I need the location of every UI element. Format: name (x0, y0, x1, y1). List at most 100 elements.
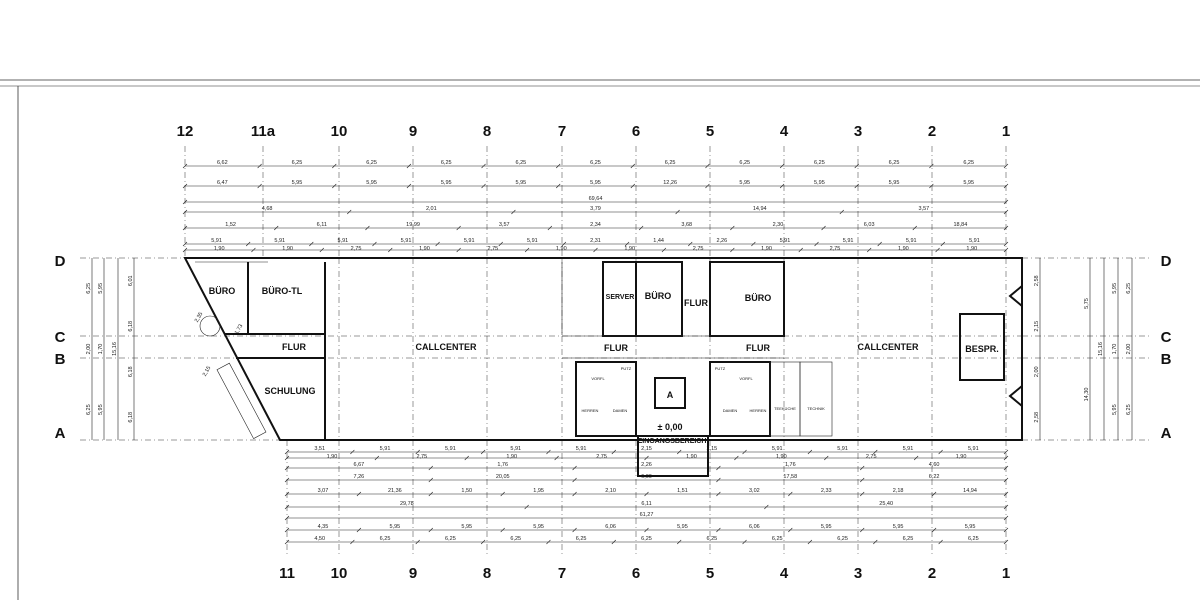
dimension-label: 1,76 (497, 462, 508, 468)
dimension-label: 1,90 (556, 246, 567, 252)
dimension-tick (742, 449, 747, 455)
dimension-tick (821, 225, 826, 231)
dimension-label: 6,18 (128, 366, 134, 377)
technik-room (799, 361, 833, 437)
dimension-tick (854, 163, 859, 169)
dimension-tick (415, 539, 420, 545)
axis-label-top: 7 (558, 123, 566, 140)
axis-row-label-left: B (55, 351, 66, 368)
room-label: BESPR. (965, 344, 999, 354)
dimension-tick (182, 163, 188, 169)
dimension-tick (511, 209, 516, 215)
dimension-label: 6,62 (217, 160, 228, 166)
dimension-label: 5,75 (1084, 298, 1090, 309)
dimension-tick (572, 527, 577, 533)
dimension-label: 2,26 (641, 462, 652, 468)
axis-label-bottom: 6 (632, 565, 640, 582)
axis-row-label-left: A (55, 425, 66, 442)
dimension-label: 1,90 (966, 246, 977, 252)
dimension-tick (284, 515, 290, 521)
dimension-label: 6,06 (749, 524, 760, 530)
dimension-label: 2,75 (693, 246, 704, 252)
dimension-label: 2,75 (416, 454, 427, 460)
dimension-label: 5,95 (963, 180, 974, 186)
dimension-label: 6,25 (968, 536, 979, 542)
dimension-label: 5,95 (292, 180, 303, 186)
dimension-tick (716, 465, 721, 471)
dimension-tick (1003, 225, 1009, 231)
dimension-tick (1003, 163, 1009, 169)
axis-label-bottom: 5 (706, 565, 714, 582)
dimension-tick (332, 183, 337, 189)
dimension-tick (547, 225, 553, 231)
dimension-tick (284, 527, 290, 533)
dimension-label: 2,30 (773, 222, 784, 228)
room-label: CALLCENTER (858, 342, 919, 352)
dimension-tick (644, 491, 649, 497)
axis-row-label-right: B (1161, 351, 1172, 368)
dimension-label: 1,70 (98, 344, 104, 355)
dimension-label: 1,90 (327, 454, 338, 460)
dimension-tick (350, 449, 355, 455)
axis-label-top: 8 (483, 123, 491, 140)
dimension-tick (630, 163, 636, 169)
dimension-label: 1,76 (785, 462, 796, 468)
dimension-label: 4,60 (929, 462, 940, 468)
wall-bay-upper (1008, 285, 1023, 307)
dimension-label: 2,75 (488, 246, 499, 252)
dimension-tick (572, 491, 577, 497)
dimension-tick (751, 241, 756, 247)
dimension-label: 6,18 (128, 412, 134, 423)
axis-label-top: 10 (331, 123, 348, 140)
dimension-tick (912, 225, 917, 231)
dimension-label: 4,35 (318, 524, 329, 530)
dimension-tick (824, 455, 829, 461)
axis-labels-top: 12 11a 10 9 8 7 6 5 4 3 2 1 (177, 123, 1011, 140)
dimension-tick (730, 225, 735, 231)
axis-label-top: 12 (177, 123, 194, 140)
building-walls (183, 257, 1023, 477)
dimension-label: 5,95 (533, 524, 544, 530)
dimension-tick (734, 455, 739, 461)
dimension-tick (555, 183, 561, 189)
dimension-label: 2,18 (893, 488, 904, 494)
axis-label-bottom: 3 (854, 565, 862, 582)
dimension-label: 5,91 (464, 238, 475, 244)
dimension-label: 6,25 (576, 536, 587, 542)
dimension-tick (500, 491, 505, 497)
dimension-tick (555, 163, 561, 169)
dimension-tick (554, 455, 559, 461)
dimension-label: 1,90 (898, 246, 909, 252)
dimension-tick (929, 163, 934, 169)
dimension-label: 6,25 (814, 160, 825, 166)
dimension-label: 3,57 (919, 206, 930, 212)
room-label: BÜRO (745, 293, 772, 303)
dimension-label: 5,91 (401, 238, 412, 244)
room-label: BÜRO (645, 291, 672, 301)
dimension-tick (705, 163, 710, 169)
dimension-tick (182, 199, 188, 205)
dimension-label: 6,25 (516, 160, 527, 166)
dimension-label: 5,91 (772, 446, 783, 452)
room-label: BÜRO-TL (262, 286, 303, 296)
outer-wall (183, 257, 1023, 441)
dimension-tick (284, 477, 290, 483)
dimension-label: 1,44 (653, 238, 664, 244)
dimension-label: 6,25 (1126, 404, 1132, 415)
dimension-tick (374, 455, 380, 461)
room-label: FLUR (746, 343, 770, 353)
axis-label-bottom: 9 (409, 565, 417, 582)
dimension-tick (356, 491, 362, 497)
room-label: PUTZ (621, 366, 632, 371)
dimension-label: 21,36 (388, 488, 402, 494)
dimension-label: 2,34 (590, 222, 601, 228)
dimension-tick (859, 491, 865, 497)
dimension-tick (705, 183, 710, 189)
dimension-tick (498, 241, 503, 247)
room-label: DAMEN (613, 408, 628, 413)
dimension-label: 2,10 (605, 488, 616, 494)
dimension-tick (481, 183, 486, 189)
dimension-label: 1,90 (214, 246, 225, 252)
dimension-label: 2,00 (1126, 344, 1132, 355)
dimension-label: 5,91 (903, 446, 914, 452)
